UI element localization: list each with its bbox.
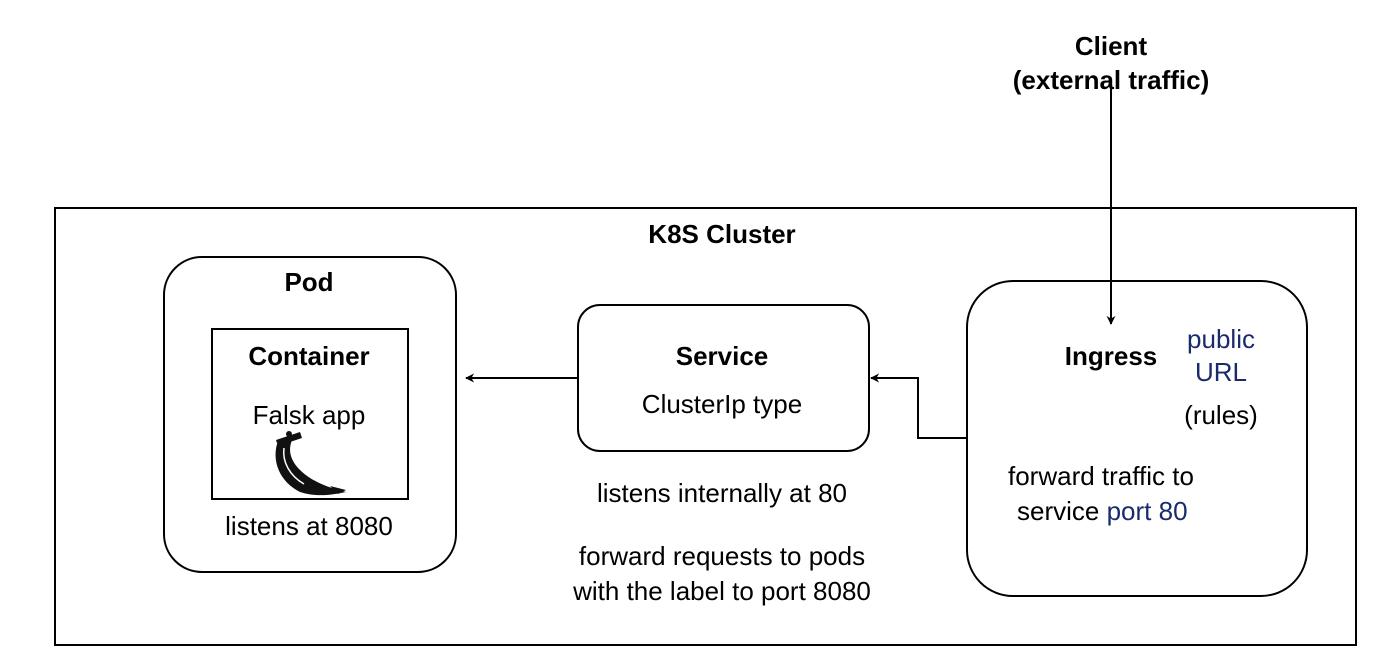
service-type: ClusterIp type	[642, 389, 802, 419]
ingress-forward-line1: forward traffic to	[1008, 461, 1194, 491]
ingress-url-label: URL	[1195, 357, 1247, 387]
service-title: Service	[676, 341, 769, 371]
ingress-forward-line2: service port 80	[1017, 496, 1188, 526]
cluster-title: K8S Cluster	[648, 219, 795, 249]
container-box	[211, 328, 409, 500]
ingress-title: Ingress	[1065, 341, 1158, 371]
ingress-rules: (rules)	[1184, 400, 1258, 430]
container-title: Container	[248, 341, 369, 371]
service-note-label: with the label to port 8080	[572, 576, 871, 606]
ingress-forward-port: port 80	[1107, 496, 1188, 526]
k8s-cluster-box	[54, 207, 1357, 646]
pod-title: Pod	[284, 267, 333, 297]
client-title: Client	[1075, 31, 1148, 61]
ingress-to-service-arrow	[870, 373, 967, 439]
app-label: Falsk app	[253, 400, 366, 430]
pod-listens: listens at 8080	[225, 511, 393, 541]
pod-box	[163, 256, 457, 573]
ingress-box	[966, 280, 1308, 597]
service-note-listens: listens internally at 80	[597, 478, 847, 508]
flask-logo-icon	[275, 431, 346, 496]
ingress-forward-prefix: service	[1017, 496, 1099, 526]
service-note-forward: forward requests to pods	[579, 541, 865, 571]
service-box	[577, 304, 870, 452]
ingress-public-label: public	[1187, 324, 1255, 354]
